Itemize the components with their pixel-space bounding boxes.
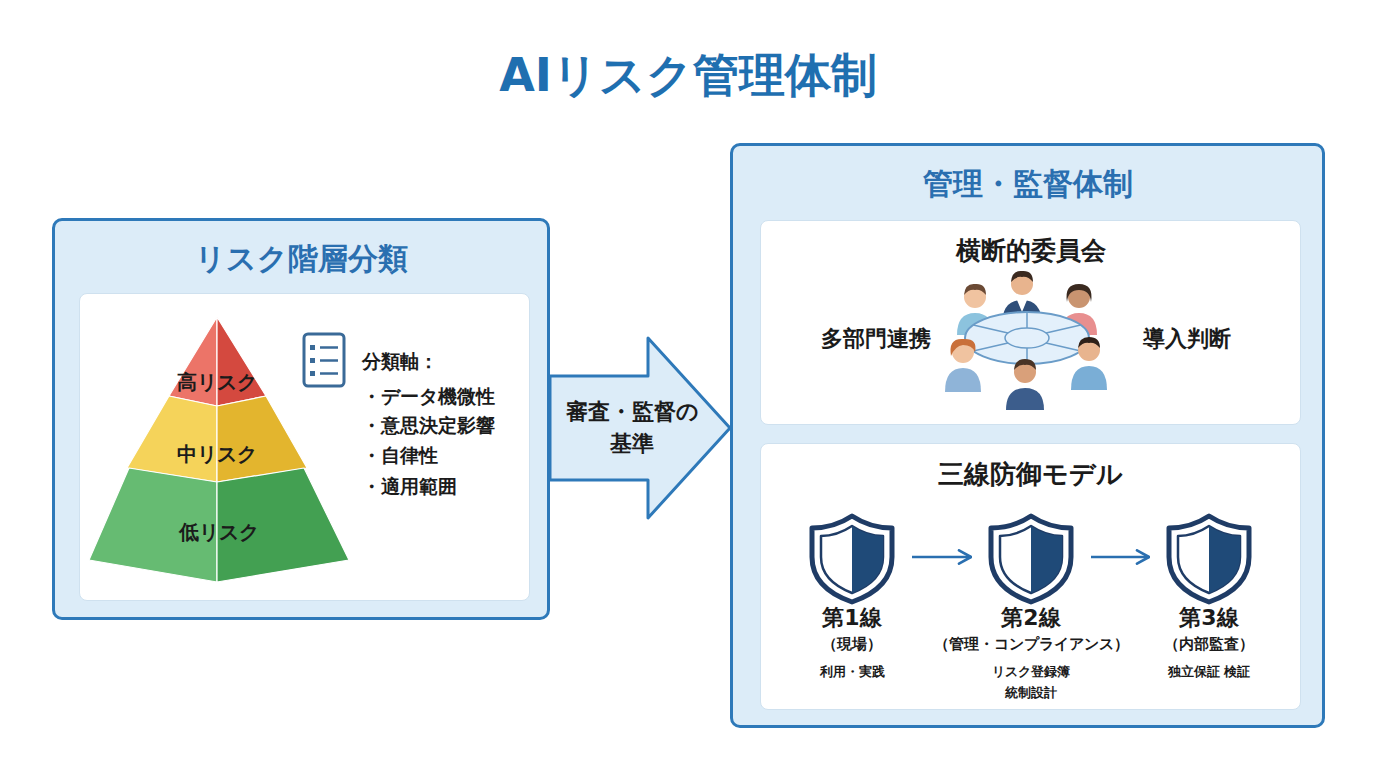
table-spoke [1046, 343, 1081, 351]
node-text: （管理・コンプライアンス） [931, 634, 1131, 654]
person-body [1002, 300, 1042, 325]
person-head [1068, 286, 1090, 308]
table-spoke [973, 325, 1008, 333]
governance-panel: 管理・監督体制横断的委員会多部門連携導入判断三線防御モデル第1線（現場）利用・実… [730, 143, 1325, 728]
node-text: 独立保証 検証 [1159, 661, 1259, 682]
node-heading: 三線防御モデル [761, 458, 1300, 490]
table-spoke [1026, 312, 1028, 328]
node-heading: 高リスク [162, 370, 272, 394]
defense-card: 三線防御モデル第1線（現場）利用・実践第2線（管理・コンプライアンス）リスク登録… [760, 443, 1301, 710]
shield-part [1209, 526, 1240, 593]
list-icon [304, 334, 344, 386]
person-body [945, 368, 981, 392]
node-heading: 中リスク [124, 442, 310, 466]
list-item: ・意思決定影響 [362, 412, 527, 438]
shield-part [852, 526, 883, 593]
person-head [1014, 361, 1036, 383]
node-heading: 第2線 [971, 605, 1091, 631]
node-heading: 第3線 [1149, 605, 1269, 631]
person-body [1061, 313, 1097, 335]
node-text: リスク登録簿 統制設計 [981, 661, 1081, 703]
shield-part [821, 526, 883, 593]
pyramid-shape [162, 314, 272, 409]
edge-label: 審査・監督の 基準 [557, 396, 707, 460]
person-hair [1078, 337, 1100, 348]
list-icon-bullet [310, 345, 315, 350]
shield-shape [971, 512, 1091, 607]
person-head [1078, 339, 1100, 361]
node-text: 導入判断 [1087, 324, 1287, 354]
person-body [1071, 366, 1107, 390]
content-card: 分類軸： ・データ機微性・意思決定影響・自律性・適用範囲 高リスク中リスク低リスク [79, 293, 530, 601]
list-heading: 分類軸： [362, 348, 527, 374]
diagram-title: AIリスク管理体制 [0, 46, 1376, 104]
list-icon-bullet [310, 358, 315, 363]
person-head [1011, 273, 1033, 295]
pyramid-layer: 低リスク [86, 464, 352, 586]
flow-arrow [1091, 556, 1149, 559]
defense-line: 第2線（管理・コンプライアンス）リスク登録簿 統制設計 [971, 512, 1091, 702]
shield-part [1178, 526, 1240, 593]
person-head [964, 286, 986, 308]
defense-line: 第1線（現場）利用・実践 [792, 512, 912, 702]
flow-arrow [912, 556, 971, 559]
list-icon-line [320, 372, 338, 375]
list-icon-line [320, 346, 338, 349]
node-heading: 第1線 [792, 605, 912, 631]
table-spoke [1046, 325, 1081, 333]
person-hair [951, 339, 976, 356]
committee-illustration [945, 271, 1107, 410]
list-icon-bullet [310, 371, 315, 376]
person-hair [1011, 271, 1033, 282]
person-hair [1014, 359, 1036, 370]
node-heading: リスク階層分類 [55, 239, 547, 279]
pyramid-layer: 高リスク [162, 314, 272, 409]
table-spoke [1026, 348, 1028, 364]
defense-line: 第3線（内部監査）独立保証 検証 [1149, 512, 1269, 702]
list-item: ・適用範囲 [362, 473, 527, 499]
pyramid-face [127, 396, 217, 482]
list-icon-frame [304, 334, 344, 386]
shield-shape [1149, 512, 1269, 607]
category-panel: リスク階層分類分類軸： ・データ機微性・意思決定影響・自律性・適用範囲 高リスク中リ… [52, 218, 550, 620]
node-heading: 低リスク [86, 520, 352, 544]
connector-group [550, 338, 1149, 557]
committee-card: 横断的委員会多部門連携 導入判断 [760, 220, 1301, 425]
shield-part [1169, 516, 1249, 602]
shield-part [991, 516, 1071, 602]
person-shirt [1017, 300, 1027, 312]
person-head [952, 341, 974, 363]
node-heading: 横断的委員会 [761, 235, 1300, 267]
person-body [1006, 388, 1044, 410]
table-center [1005, 328, 1049, 348]
person-hair [1067, 284, 1092, 302]
list-item: ・データ機微性 [362, 383, 527, 409]
person-hair [964, 284, 986, 295]
shield-part [1031, 526, 1062, 593]
node-text: 利用・実践 [802, 661, 902, 682]
node-text: （内部監査） [1109, 634, 1309, 654]
shield-part [1000, 526, 1062, 593]
block-arrow [550, 338, 730, 518]
table-spoke [973, 343, 1008, 351]
round-table [965, 312, 1089, 364]
shield-shape [792, 512, 912, 607]
node-text: （現場） [752, 634, 952, 654]
shield-part [812, 516, 892, 602]
node-text: 多部門連携 [776, 324, 976, 354]
list-icon-line [320, 359, 338, 362]
node-heading: 管理・監督体制 [733, 164, 1322, 204]
person-body [957, 313, 993, 335]
list-item: ・自律性 [362, 442, 527, 468]
